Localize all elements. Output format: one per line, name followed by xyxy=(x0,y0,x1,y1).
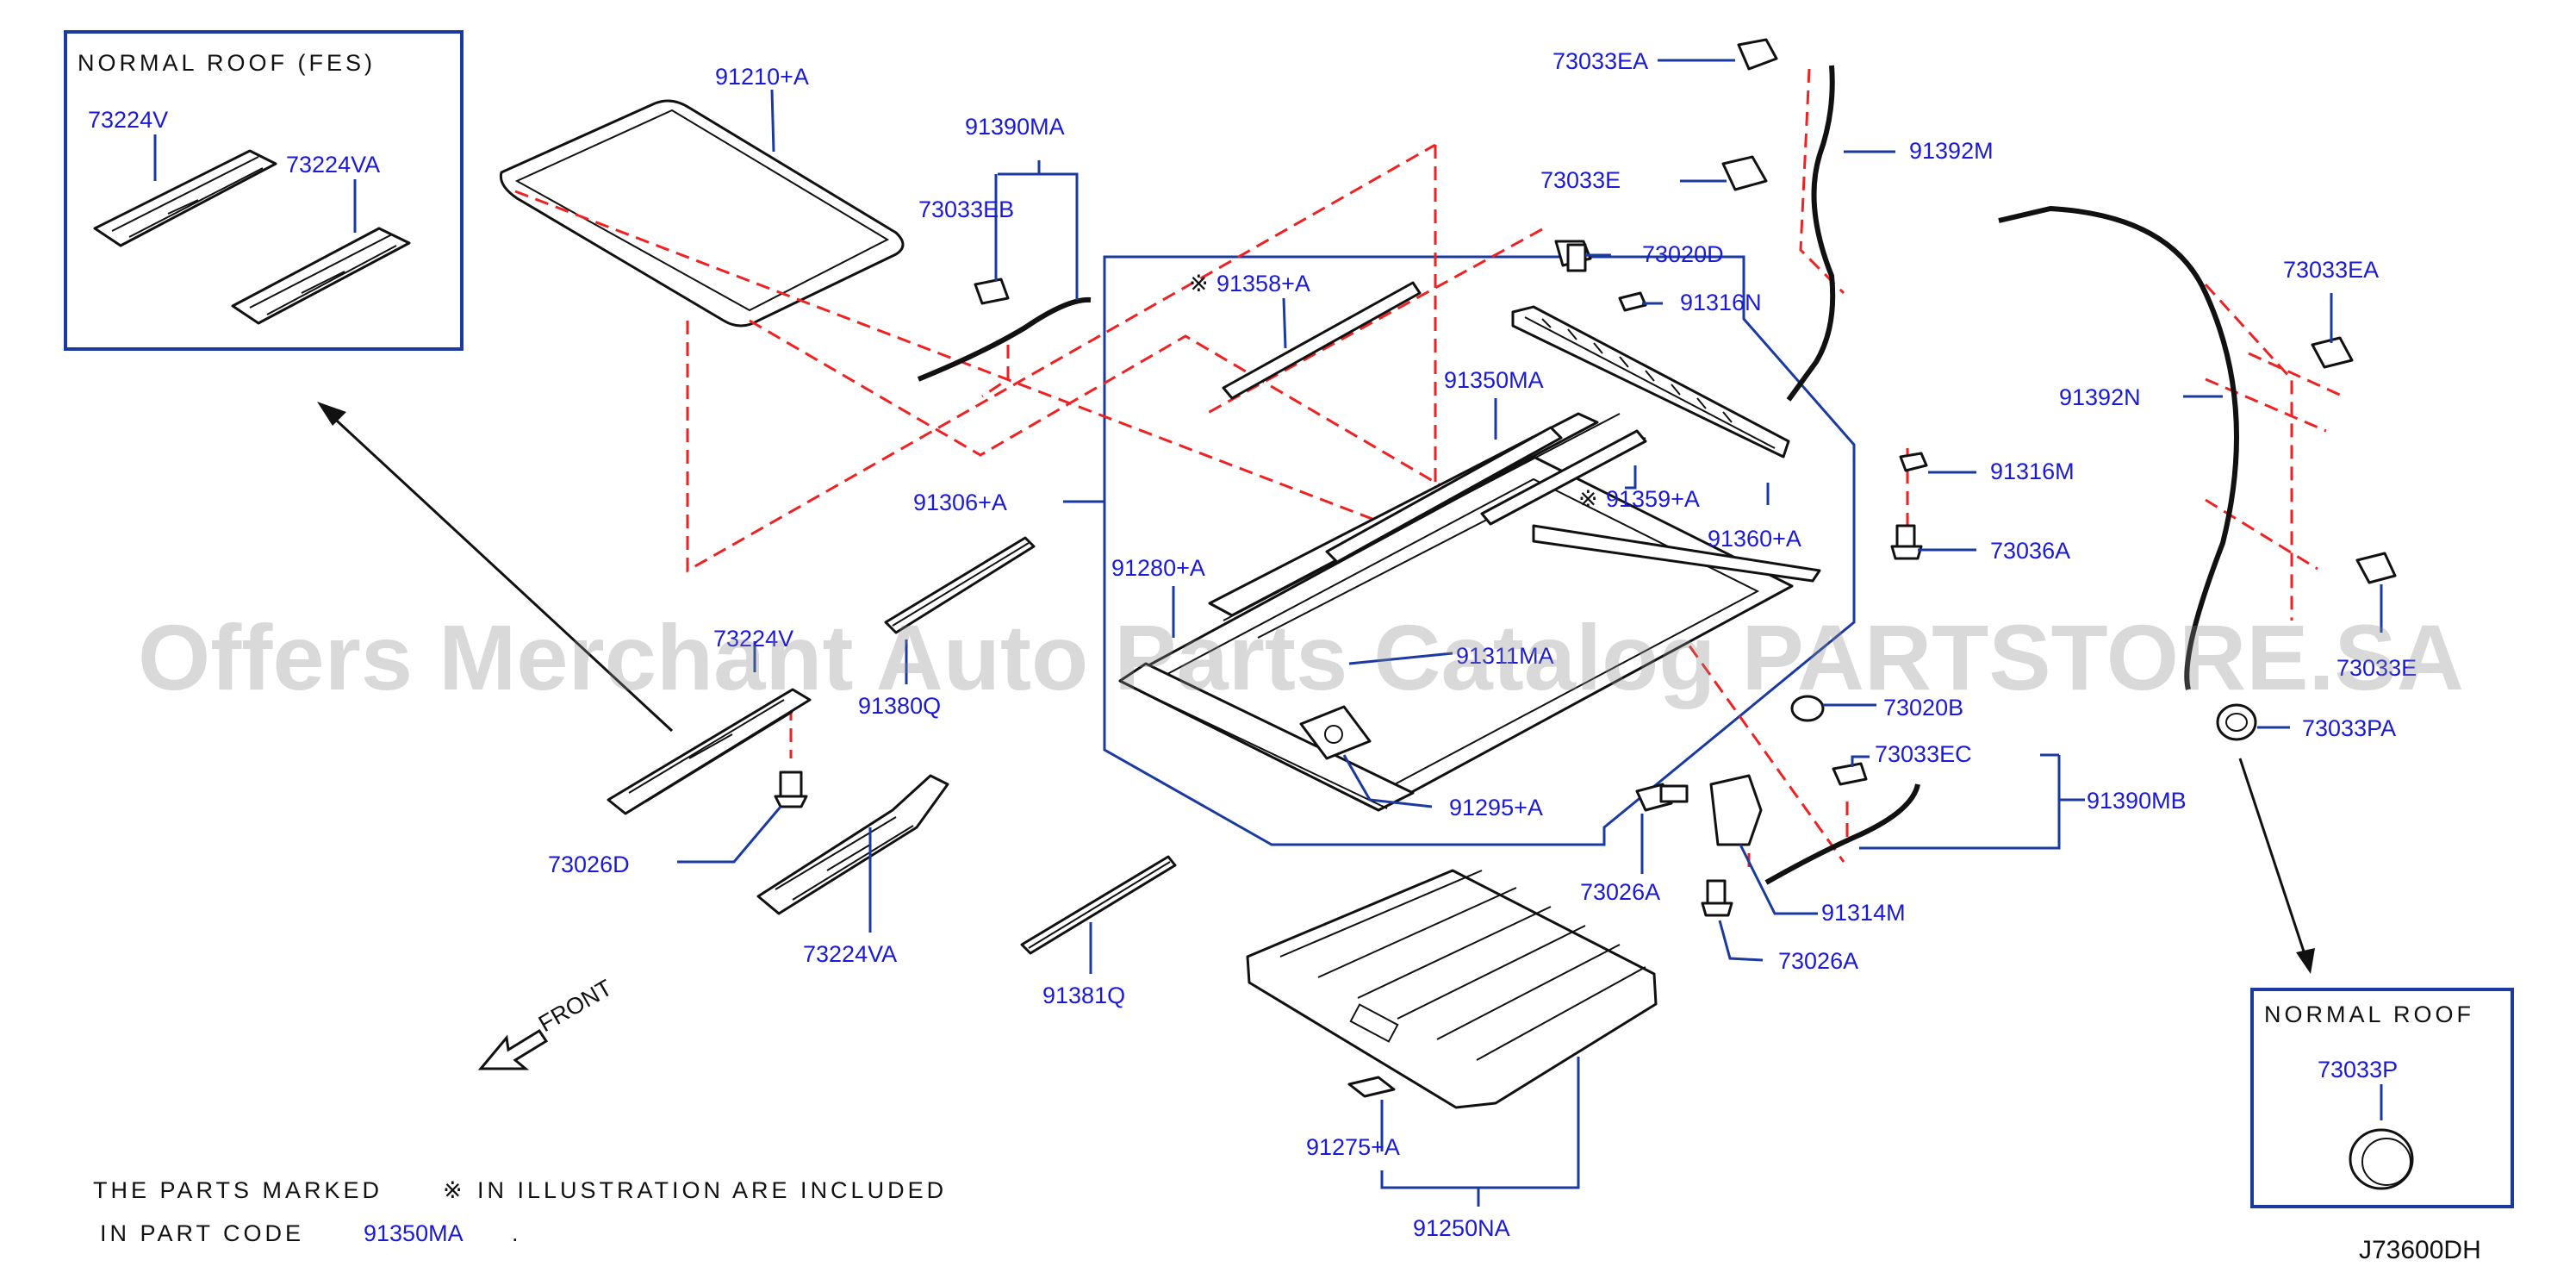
drain-hose-91392m xyxy=(1786,65,1836,402)
motor-91295a xyxy=(1299,705,1372,760)
label-91359a[interactable]: 91359+A xyxy=(1606,486,1700,512)
label-73033pa[interactable]: 73033PA xyxy=(2302,715,2396,741)
sunroof-unit-outline xyxy=(1103,255,1856,846)
sunshade-91280a xyxy=(1118,662,1415,812)
label-91390mb[interactable]: 91390MB xyxy=(2087,788,2187,814)
watermark: Offers Merchant Auto Parts Catalog PARTS… xyxy=(138,605,2464,709)
label-91360a[interactable]: 91360+A xyxy=(1708,526,1801,552)
rail-bracket-73224va-inset xyxy=(231,227,411,325)
drain-hose-91390mb xyxy=(1764,783,1920,885)
label-73224va[interactable]: 73224VA xyxy=(803,941,897,967)
arrow-to-left-inset xyxy=(317,402,674,733)
label-91316n[interactable]: 91316N xyxy=(1680,290,1762,315)
footnote-code[interactable]: 91350MA xyxy=(364,1220,464,1246)
label-73026a-right[interactable]: 73026A xyxy=(1778,948,1858,974)
label-91392m[interactable]: 91392M xyxy=(1909,138,1994,164)
label-73036a[interactable]: 73036A xyxy=(1990,538,2070,564)
rail-bracket-73224va xyxy=(756,774,949,915)
label-73020b[interactable]: 73020B xyxy=(1883,695,1963,721)
clip-73033ea-top xyxy=(1737,38,1778,71)
label-73033ea-right[interactable]: 73033EA xyxy=(2283,257,2379,283)
label-73033e-right[interactable]: 73033E xyxy=(2336,655,2417,681)
front-direction-arrow: FRONT xyxy=(477,975,617,1070)
inset-label-73033p[interactable]: 73033P xyxy=(2318,1057,2398,1082)
label-91392n[interactable]: 91392N xyxy=(2059,384,2141,410)
clip-91316n xyxy=(1618,291,1647,312)
drain-hose-91392n xyxy=(1998,205,2239,690)
rail-91350ma xyxy=(1325,426,1563,564)
mark-91359a: ※ xyxy=(1578,486,1598,512)
mark-91358a: ※ xyxy=(1189,271,1209,296)
drain-channel-91381q xyxy=(1020,855,1177,955)
drain-hose-91390ma xyxy=(917,296,1092,382)
grommet-73033pa xyxy=(2216,703,2257,741)
glass-panel-91210a xyxy=(499,99,905,328)
bracket-91314m xyxy=(1709,774,1763,846)
bolt-73026d xyxy=(774,771,808,808)
label-91311ma[interactable]: 91311MA xyxy=(1456,643,1554,669)
bolt-73020d xyxy=(1554,240,1592,272)
bolt-73026a-left xyxy=(1635,783,1689,812)
label-91390ma[interactable]: 91390MA xyxy=(965,114,1065,140)
label-73033e[interactable]: 73033E xyxy=(1540,167,1621,193)
part-labels: 91210+A 91390MA 73033EB 91358+A ※ 91350M… xyxy=(548,48,2417,1241)
label-91306a[interactable]: 91306+A xyxy=(913,490,1007,515)
clip-91316m xyxy=(1899,452,1928,472)
label-91358a[interactable]: 91358+A xyxy=(1216,271,1310,296)
inset-left-title: NORMAL ROOF (FES) xyxy=(78,50,376,76)
grommet-73020b xyxy=(1790,695,1825,722)
inset-right-title: NORMAL ROOF xyxy=(2264,1001,2474,1027)
clip-91275a xyxy=(1347,1076,1396,1098)
footnote-line2: IN PART CODE xyxy=(100,1220,304,1246)
deflector-91360a xyxy=(1511,305,1790,459)
label-91280a[interactable]: 91280+A xyxy=(1111,555,1205,581)
label-73033ea-top[interactable]: 73033EA xyxy=(1552,48,1648,74)
inset-label-73224v[interactable]: 73224V xyxy=(88,107,168,133)
label-73033ec[interactable]: 73033EC xyxy=(1875,741,1972,767)
label-91316m[interactable]: 91316M xyxy=(1990,459,2075,484)
label-91210a[interactable]: 91210+A xyxy=(715,64,809,90)
label-91250na[interactable]: 91250NA xyxy=(1413,1215,1510,1241)
footnote-mark: ※ xyxy=(443,1177,463,1203)
rail-91358a xyxy=(1222,281,1422,400)
plug-cap-icon xyxy=(2349,1128,2414,1190)
label-91381q[interactable]: 91381Q xyxy=(1042,983,1125,1008)
headliner-panel-91250na xyxy=(1246,869,1658,1109)
label-91295a[interactable]: 91295+A xyxy=(1449,795,1543,820)
label-73020d[interactable]: 73020D xyxy=(1642,241,1724,267)
footnote-line1b: IN ILLUSTRATION ARE INCLUDED xyxy=(477,1177,947,1203)
footnote-end: . xyxy=(512,1220,519,1246)
clip-73033eb xyxy=(974,278,1010,305)
footnote-line1: THE PARTS MARKED xyxy=(93,1177,383,1203)
footnote: THE PARTS MARKED ※ IN ILLUSTRATION ARE I… xyxy=(93,1177,947,1246)
label-73026a-left[interactable]: 73026A xyxy=(1580,879,1660,905)
leader-lines xyxy=(677,59,2383,1207)
bolt-73036a xyxy=(1890,524,1923,560)
label-73033eb[interactable]: 73033EB xyxy=(918,197,1014,222)
inset-normal-roof-fes: NORMAL ROOF (FES) 73224V 73224VA xyxy=(64,30,464,351)
clip-73033ec xyxy=(1832,762,1868,786)
label-91380q[interactable]: 91380Q xyxy=(858,693,941,719)
rail-bracket-73224v-inset xyxy=(93,149,277,247)
label-91314m[interactable]: 91314M xyxy=(1821,900,1906,926)
label-91350ma[interactable]: 91350MA xyxy=(1444,367,1544,393)
drain-channel-91380q xyxy=(884,536,1036,634)
rail-bracket-73224v xyxy=(607,688,812,815)
label-73026d[interactable]: 73026D xyxy=(548,852,630,877)
clip-73033e xyxy=(1721,155,1768,191)
inset-label-73224va[interactable]: 73224VA xyxy=(286,152,380,178)
bolt-73026a-right xyxy=(1701,879,1733,917)
inset-normal-roof: NORMAL ROOF 73033P xyxy=(2250,988,2514,1208)
clip-73033e-right xyxy=(2355,552,2397,584)
arrow-to-right-inset xyxy=(2238,758,2315,974)
label-73224v[interactable]: 73224V xyxy=(713,626,793,652)
label-91275a[interactable]: 91275+A xyxy=(1306,1134,1400,1160)
rail-91359a xyxy=(1480,429,1647,526)
diagram-code: J73600DH xyxy=(2359,1236,2481,1264)
front-label: FRONT xyxy=(534,975,617,1037)
